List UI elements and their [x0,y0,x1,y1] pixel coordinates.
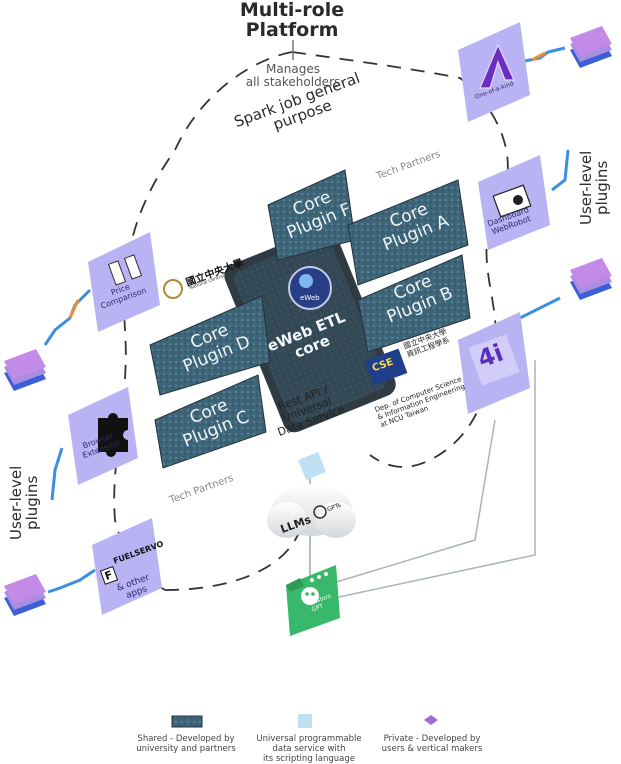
legend-swatch-shared [171,715,203,728]
ncu-seal-icon [163,279,183,299]
cable-5 [50,447,64,501]
cable-3 [519,296,561,320]
core-plugin-c-shape [154,374,267,469]
cable-2 [551,149,570,192]
ai-logo-icon [468,334,520,386]
legend-swatch-universal [298,714,312,728]
cse-badge-box [364,348,408,386]
stack-left-bottom [4,574,46,616]
dashed-orbit [113,51,509,591]
cable-6 [47,568,96,594]
stack-mid-right [570,258,612,300]
cable-4 [43,288,92,346]
core-chip-body [224,227,396,433]
gpt-line-2 [324,360,536,601]
legend-shared-text: Shared - Developed by university and par… [136,734,236,754]
page-title: Multi-role Platform [239,0,345,41]
cable-4b [68,299,80,319]
legend-universal-text: Universal programmable data service with… [256,734,362,764]
api-cube-icon [298,452,326,480]
one-of-a-kind-icon [479,43,515,89]
user-level-left-label: User-level plugins [7,465,41,540]
legend-private-text: Private - Developed by users & vertical … [381,734,483,754]
llm-cloud [267,484,356,538]
cable-1b [531,51,546,62]
price-icon [107,254,143,286]
user-level-right-label: User-level plugins [577,150,611,225]
core-plugin-b-shape [357,254,471,353]
card-fuelservo [92,518,162,615]
core-plugin-a-shape [347,179,469,286]
gpt-line-1 [309,419,496,591]
dashboard-icon [492,184,532,218]
legend-swatch-private [424,715,438,725]
stack-left-top [4,349,46,391]
eweb-logo [288,266,332,310]
eweb-logo-label: eWeb [300,294,320,302]
card-4i [458,312,530,414]
stack-top-right [570,26,612,68]
gpt-logo-icon [313,505,327,519]
page-subtitle: Manages all stakeholders [245,62,341,89]
core-plugin-d-shape [149,295,271,396]
puzzle-icon [98,413,128,457]
custom-gpt-block [286,565,340,636]
